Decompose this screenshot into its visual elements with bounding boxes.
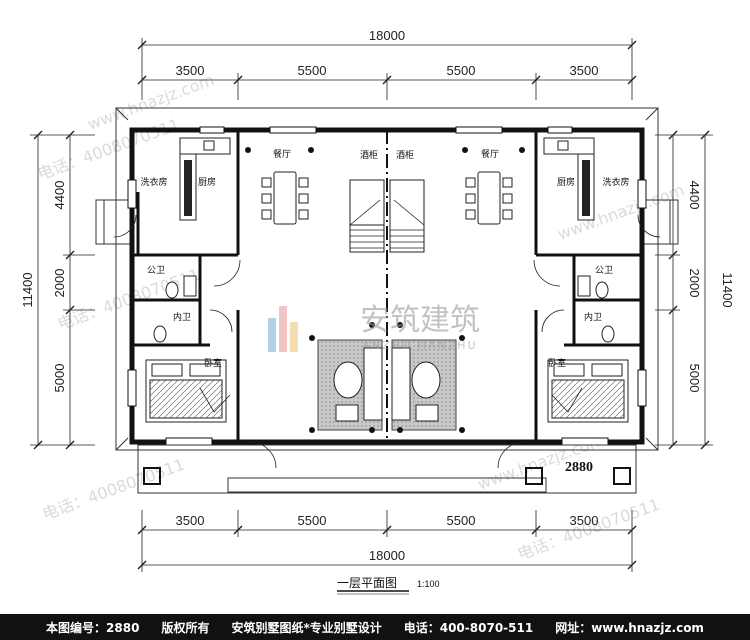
dim-depth-right: 11400: [720, 272, 735, 307]
plan-scale: 1:100: [417, 579, 440, 589]
footer-bar: 本图编号：2880 版权所有 安筑别墅图纸*专业别墅设计 电话：400-8070…: [0, 614, 750, 640]
footer-phone: 电话：400-8070-511: [403, 620, 534, 635]
light-fixtures: [245, 147, 525, 433]
dim-bay-1-bottom: 3500: [176, 513, 205, 528]
room-label-wine-left: 酒柜: [360, 149, 378, 161]
dim-seg-3-left: 5000: [52, 364, 67, 393]
watermark-site: www.hnazjz.com: [555, 180, 687, 244]
footer-site: 网址：www.hnazjz.com: [555, 620, 704, 635]
room-label-public-bath-left: 公卫: [147, 265, 165, 276]
room-label-wine-right: 酒柜: [396, 149, 414, 161]
logo-chinese-name: 安筑建筑: [360, 303, 480, 338]
footer-slogan: 安筑别墅图纸*专业别墅设计: [231, 620, 382, 635]
logo-mark-icon: [268, 306, 298, 352]
dim-seg-2-right: 2000: [687, 269, 702, 298]
dim-bay-2-bottom: 5500: [298, 513, 327, 528]
room-label-kitchen-left: 厨房: [198, 176, 216, 188]
building: [95, 107, 679, 494]
room-label-private-bath-right: 内卫: [584, 311, 602, 323]
dim-bay-3-top: 5500: [447, 63, 476, 78]
room-label-dining-left: 餐厅: [273, 148, 291, 160]
dimension-ticks: [33, 40, 710, 570]
dim-bay-3-bottom: 5500: [447, 513, 476, 528]
dim-seg-1-left: 4400: [52, 181, 67, 210]
dim-bay-4-top: 3500: [570, 63, 599, 78]
logo-english-name: ANZHU JIANZHU: [362, 339, 477, 352]
dim-bay-1-top: 3500: [176, 63, 205, 78]
floor-plan-drawing: 电话：4008070511 电话：4008070511 电话：400807051…: [20, 28, 735, 595]
room-label-bedroom-left: 卧室: [204, 357, 222, 369]
room-label-laundry-right: 洗衣房: [602, 176, 629, 188]
plan-number-label: 2880: [565, 460, 593, 475]
room-label-public-bath-right: 公卫: [595, 265, 613, 276]
watermark-phone: 电话：4008070511: [40, 455, 187, 524]
room-label-bedroom-right: 卧室: [548, 357, 566, 369]
footer-plan-number: 本图编号：2880: [46, 620, 140, 635]
room-label-private-bath-left: 内卫: [173, 311, 191, 323]
room-label-laundry-left: 洗衣房: [140, 176, 167, 188]
dimension-lines: [30, 38, 713, 572]
dim-total-bottom: 18000: [369, 548, 405, 563]
dim-seg-3-right: 5000: [687, 364, 702, 393]
room-label-dining-right: 餐厅: [481, 148, 499, 160]
footer-copyright: 版权所有: [161, 620, 210, 635]
room-labels: 洗衣房 厨房 餐厅 酒柜 酒柜 餐厅 厨房 洗衣房 公卫 公卫 内卫 内卫 卧室…: [140, 148, 629, 369]
logo-watermark: 安筑建筑 ANZHU JIANZHU: [268, 303, 480, 352]
dim-seg-1-right: 4400: [687, 181, 702, 210]
plan-title: 一层平面图: [337, 576, 397, 590]
dim-bay-2-top: 5500: [298, 63, 327, 78]
dim-seg-2-left: 2000: [52, 269, 67, 298]
dim-depth-left: 11400: [20, 272, 35, 307]
dim-total-top: 18000: [369, 28, 405, 43]
dim-bay-4-bottom: 3500: [570, 513, 599, 528]
room-label-kitchen-right: 厨房: [557, 176, 575, 188]
